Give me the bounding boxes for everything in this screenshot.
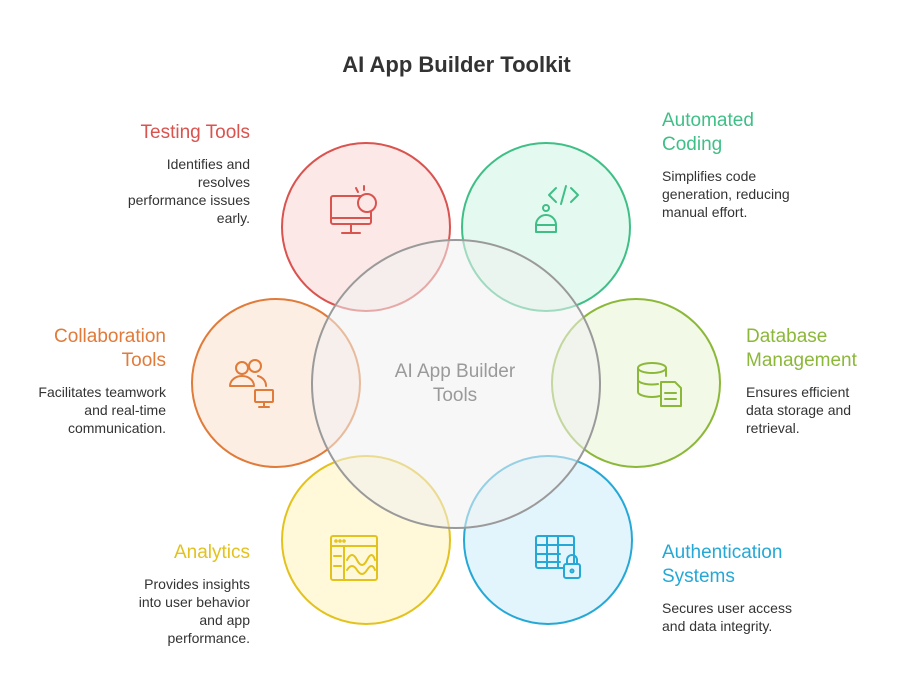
monitor-alert-icon xyxy=(330,185,377,234)
chart-window-icon xyxy=(330,535,378,581)
title-line: Authentication xyxy=(662,542,783,563)
analytics-block: Analytics Provides insights into user be… xyxy=(20,541,250,647)
authentication-systems-block: Authentication Systems Secures user acce… xyxy=(662,541,892,635)
authentication-systems-title: Authentication Systems xyxy=(662,541,892,589)
database-management-title: Database Management xyxy=(746,325,906,373)
collaboration-tools-description: Facilitates teamwork and real-time commu… xyxy=(6,383,166,437)
desc-line: and app xyxy=(199,612,250,628)
database-management-description: Ensures efficient data storage and retri… xyxy=(746,383,906,437)
desc-line: resolves xyxy=(197,174,250,190)
testing-tools-title: Testing Tools xyxy=(140,122,251,143)
desc-line: Simplifies code xyxy=(662,168,757,184)
desc-line: performance. xyxy=(167,630,250,646)
collaboration-tools-title: Collaboration Tools xyxy=(6,325,166,373)
desc-line: Ensures efficient xyxy=(746,384,850,400)
analytics-title: Analytics xyxy=(173,542,250,563)
desc-line: generation, reducing xyxy=(662,186,790,202)
center-label: AI App Builder Tools xyxy=(360,360,550,408)
desc-line: into user behavior xyxy=(138,594,250,610)
analytics-description: Provides insights into user behavior and… xyxy=(20,575,250,647)
desc-line: performance issues xyxy=(127,192,250,208)
desc-line: Secures user access xyxy=(662,600,792,616)
title-line: Automated xyxy=(662,110,754,131)
desc-line: manual effort. xyxy=(662,204,748,220)
title-line: Management xyxy=(746,350,857,371)
testing-tools-block: Testing Tools Identifies and resolves pe… xyxy=(20,121,250,227)
title-line: Database xyxy=(746,326,828,347)
title-line: Coding xyxy=(662,134,723,155)
desc-line: and data integrity. xyxy=(662,618,773,634)
table-lock-icon xyxy=(535,535,581,579)
desc-line: communication. xyxy=(67,420,166,436)
automated-coding-description: Simplifies code generation, reducing man… xyxy=(662,167,892,221)
testing-tools-description: Identifies and resolves performance issu… xyxy=(20,155,250,227)
desc-line: Facilitates teamwork xyxy=(38,384,166,400)
title-line: Collaboration xyxy=(54,326,166,347)
automated-coding-title: Automated Coding xyxy=(662,109,892,157)
automated-coding-block: Automated Coding Simplifies code generat… xyxy=(662,109,892,221)
robot-code-icon xyxy=(535,185,579,233)
database-file-icon xyxy=(637,362,682,407)
center-label-line-1: AI App Builder xyxy=(394,361,516,382)
desc-line: Identifies and xyxy=(166,156,250,172)
center-label-line-2: Tools xyxy=(432,385,478,406)
database-management-block: Database Management Ensures efficient da… xyxy=(746,325,906,437)
center-circle xyxy=(311,239,601,529)
desc-line: Provides insights xyxy=(144,576,250,592)
title-line: Tools xyxy=(121,350,166,371)
desc-line: data storage and xyxy=(746,402,852,418)
desc-line: early. xyxy=(216,210,250,226)
title-line: Systems xyxy=(662,566,735,587)
users-monitor-icon xyxy=(229,359,274,408)
desc-line: and real-time xyxy=(84,402,166,418)
desc-line: retrieval. xyxy=(746,420,800,436)
page-title: AI App Builder Toolkit xyxy=(342,52,571,77)
collaboration-tools-block: Collaboration Tools Facilitates teamwork… xyxy=(6,325,166,437)
authentication-systems-description: Secures user access and data integrity. xyxy=(662,599,892,635)
